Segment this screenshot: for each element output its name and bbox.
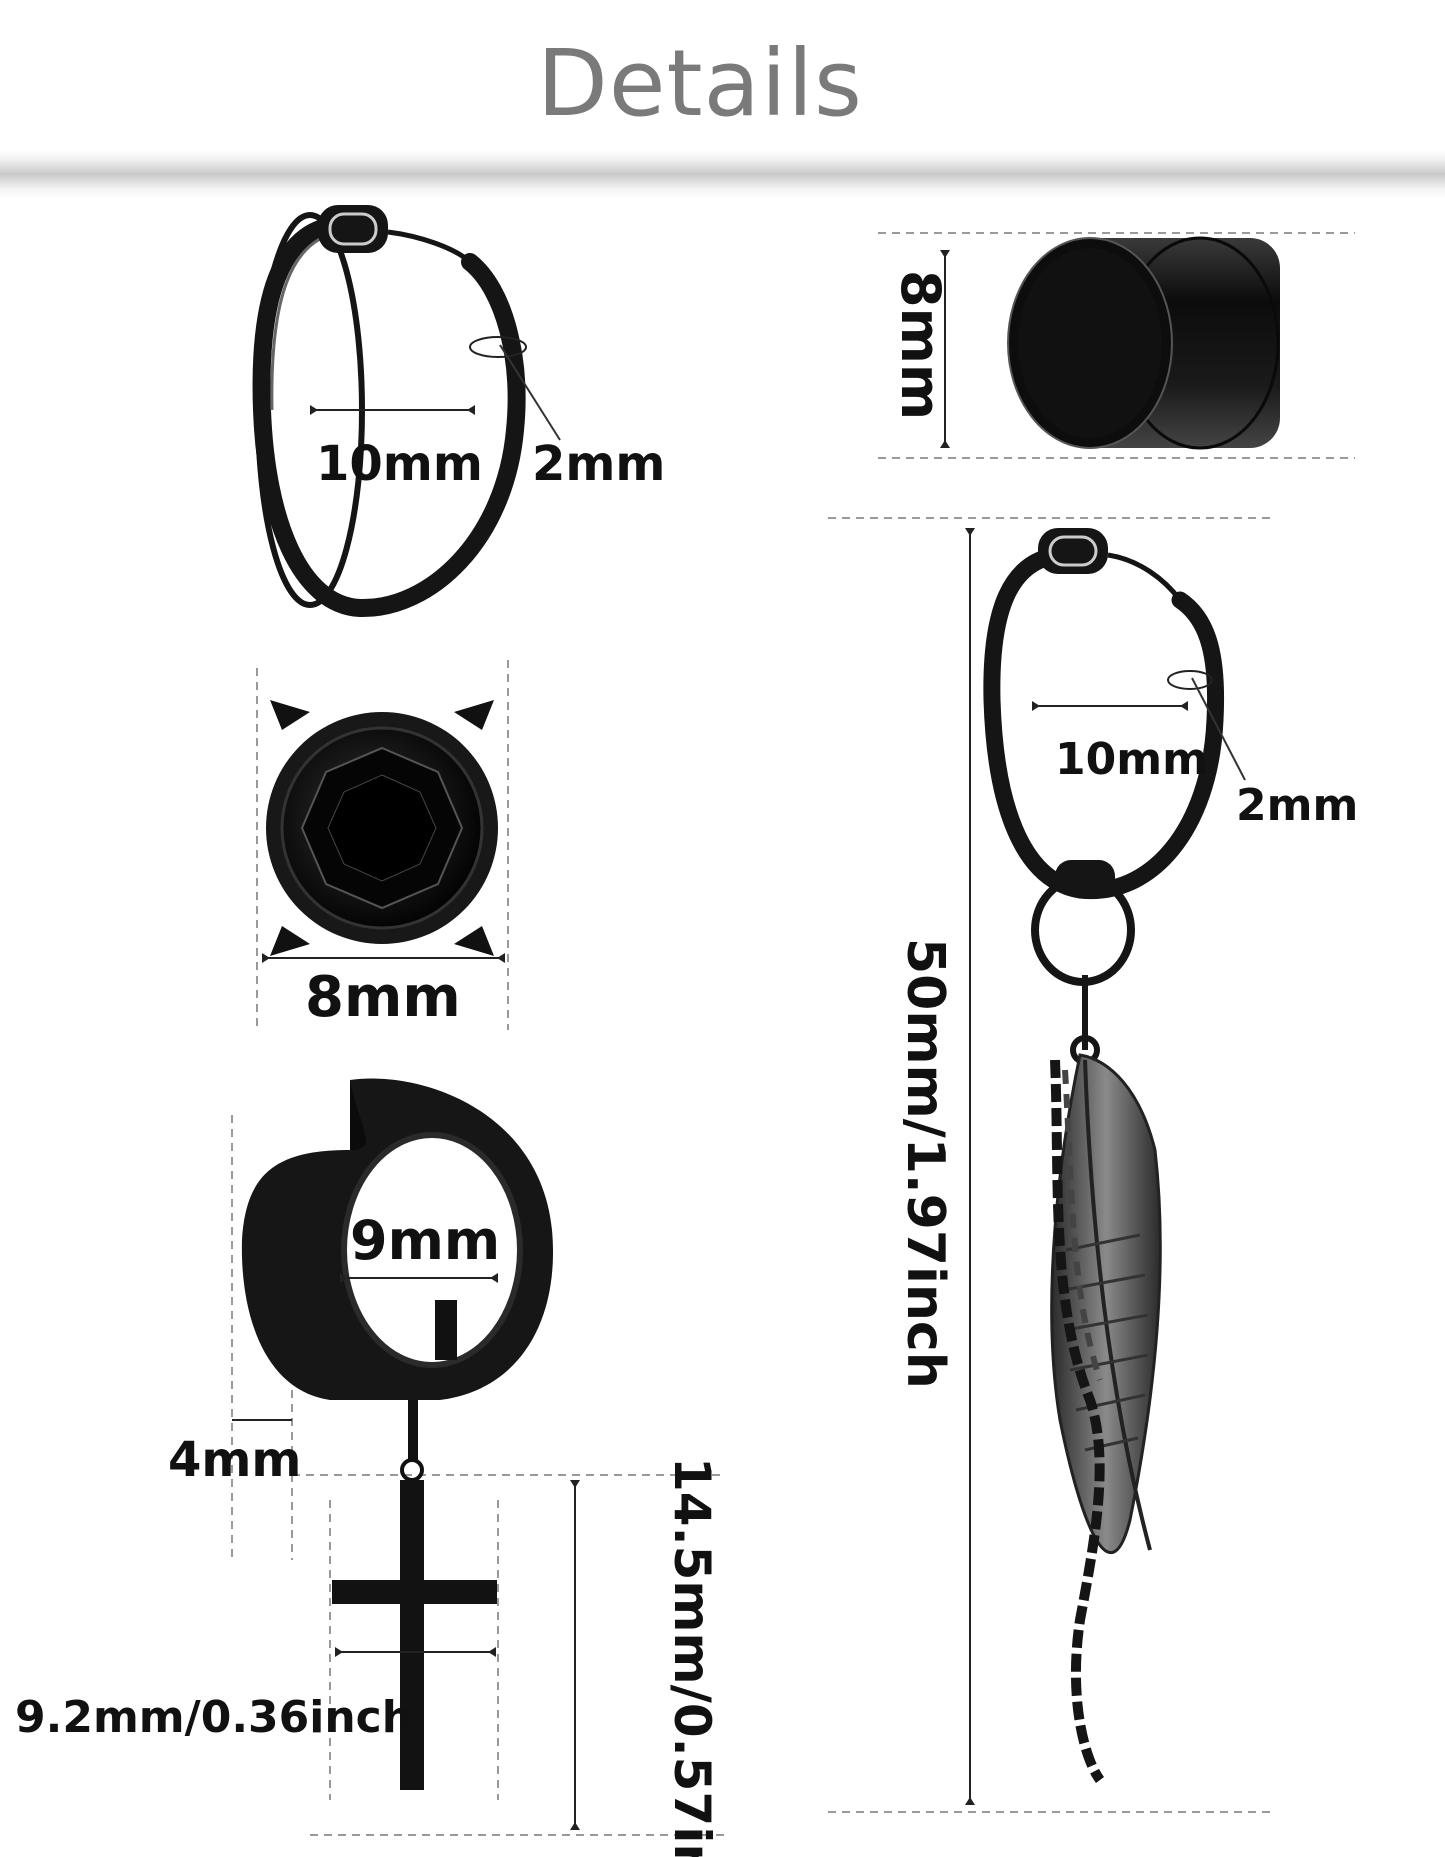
stud-diameter-label: 8mm xyxy=(305,965,461,1030)
huggie-inner-label: 9mm xyxy=(350,1209,501,1272)
feather-length-label: 50mm/1.97inch xyxy=(895,938,955,1389)
hoop-right-thickness-label: 2mm xyxy=(1236,780,1359,831)
huggie-cross-earring xyxy=(231,1078,725,1836)
page-title: Details xyxy=(537,30,863,137)
cross-width-label: 9.2mm/0.36inch xyxy=(15,1692,414,1743)
hoop-diameter-label: 10mm xyxy=(316,436,483,492)
magnet-height-label: 8mm xyxy=(889,270,952,421)
magnetic-stud-earring xyxy=(878,232,1355,459)
hoop-thickness-label: 2mm xyxy=(532,436,666,492)
feather-dangle-earring xyxy=(828,517,1270,1813)
header-divider xyxy=(0,150,1445,198)
hoop-right-diameter-label: 10mm xyxy=(1055,734,1208,785)
cz-stud-earring xyxy=(256,660,509,1030)
huggie-width-label: 4mm xyxy=(168,1432,302,1488)
clip-hoop-earring-top xyxy=(252,205,561,618)
cross-height-label: 14.5mm/0.57inch xyxy=(663,1457,721,1857)
